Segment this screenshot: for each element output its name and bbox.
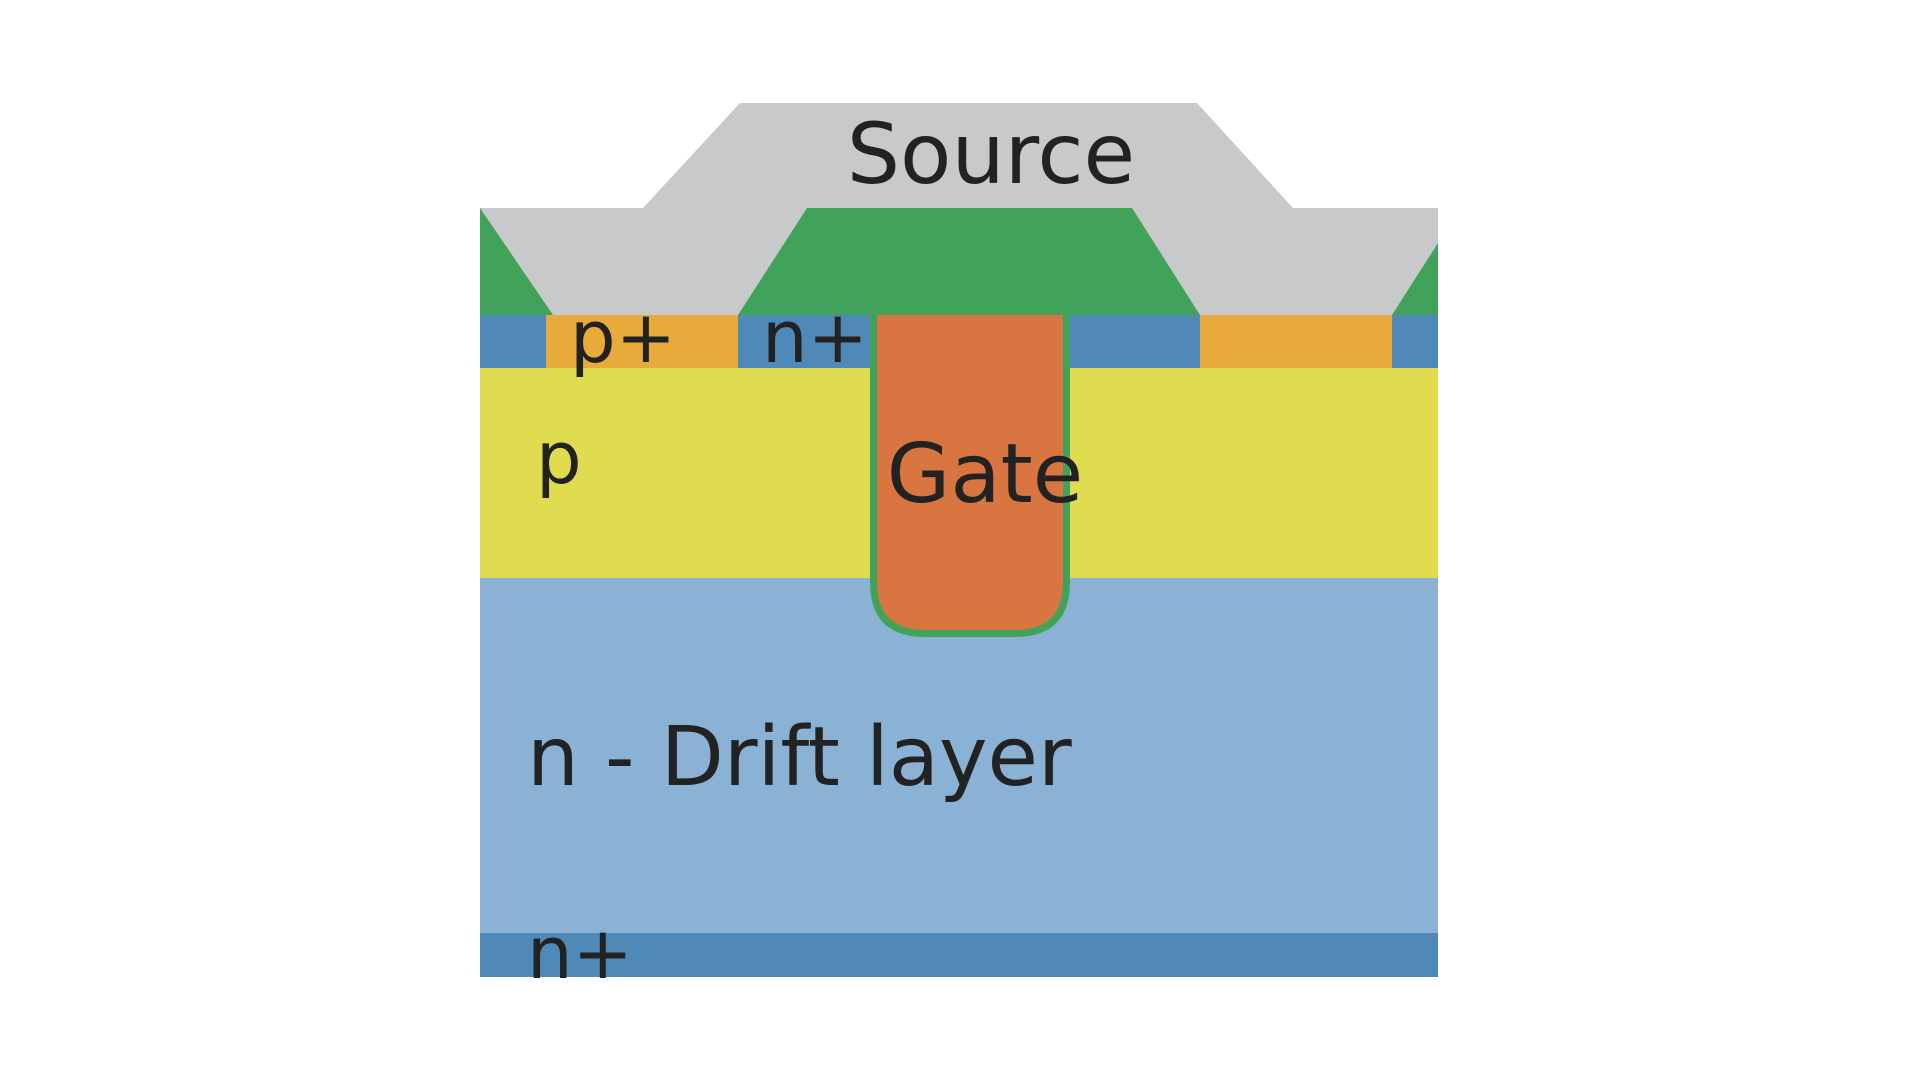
drift-layer [480, 578, 1438, 933]
oxide-right-edge [1392, 243, 1438, 315]
n-plus-region-right-edge [1392, 315, 1438, 368]
p-plus-label: p+ [570, 295, 676, 379]
gate-label: Gate [887, 427, 1083, 522]
n-plus-substrate-label: n+ [527, 911, 633, 995]
p-body-label: p [536, 416, 582, 500]
drift-layer-label: n - Drift layer [527, 710, 1072, 805]
source-label: Source [847, 105, 1136, 203]
oxide-center [738, 208, 1200, 315]
n-plus-region-right [1070, 315, 1200, 368]
n-plus-substrate [480, 933, 1438, 977]
n-plus-region-left-edge [480, 315, 546, 368]
oxide-left-edge [480, 208, 553, 315]
gate-electrode [877, 315, 1063, 630]
n-plus-top-label: n+ [762, 295, 868, 379]
n-plus-region-left [738, 315, 870, 368]
p-plus-region-right [1200, 315, 1392, 368]
p-plus-region-left [546, 315, 738, 368]
